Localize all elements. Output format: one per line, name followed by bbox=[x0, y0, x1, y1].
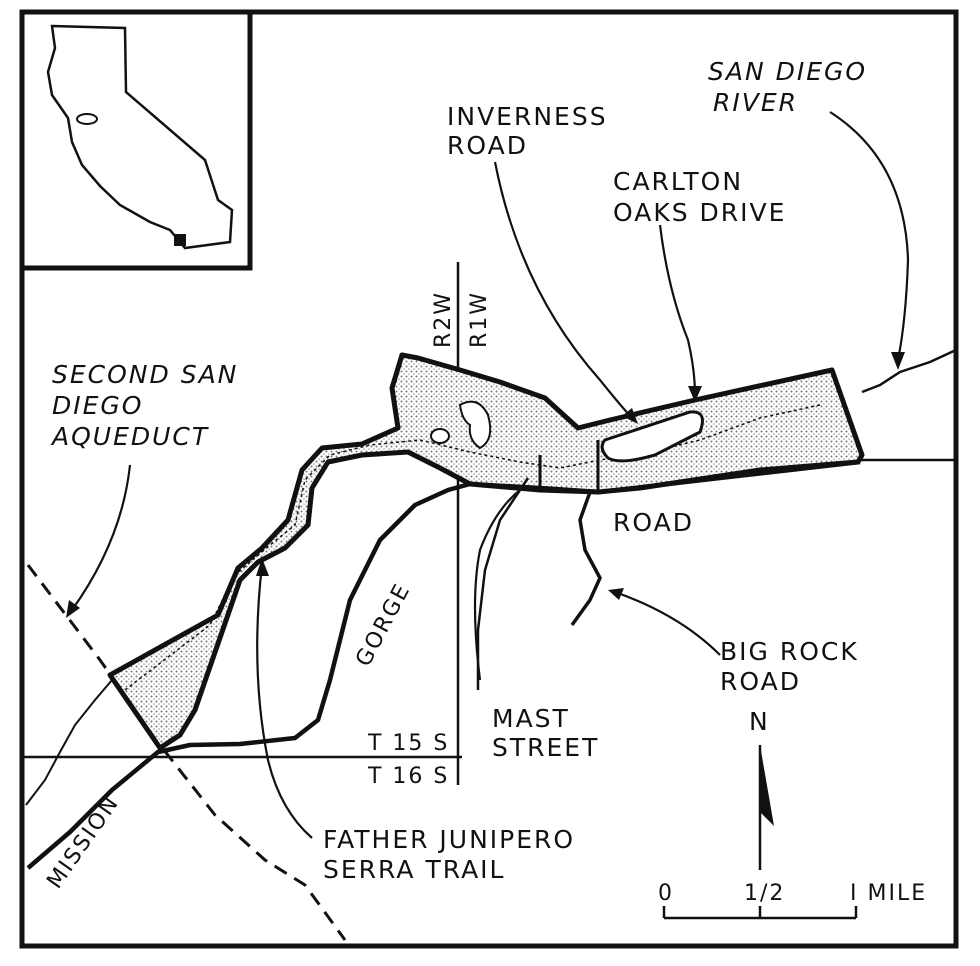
map-frame bbox=[19, 9, 959, 949]
township-label-t15s: T 15 S bbox=[367, 731, 449, 756]
pond bbox=[430, 428, 450, 444]
carlton-oaks-drive-label: CARLTON OAKS DRIVE bbox=[613, 167, 786, 227]
svg-text:OAKS DRIVE: OAKS DRIVE bbox=[613, 198, 786, 227]
aqueduct-line bbox=[26, 564, 347, 941]
range-label-r2w: R2W bbox=[431, 291, 456, 348]
svg-text:MAST: MAST bbox=[492, 704, 570, 733]
big-rock-road bbox=[570, 491, 602, 627]
serra-trail-label: FATHER JUNIPERO SERRA TRAIL bbox=[323, 825, 575, 884]
scale-bar: 0 1/2 I MILE bbox=[658, 881, 927, 920]
california-outline bbox=[46, 24, 234, 250]
site-marker bbox=[174, 234, 186, 246]
inset-frame bbox=[19, 9, 253, 271]
leader-lines bbox=[71, 111, 910, 839]
scale-label: 1/2 bbox=[744, 881, 785, 906]
svg-text:SECOND SAN: SECOND SAN bbox=[52, 360, 238, 389]
svg-text:STREET: STREET bbox=[492, 733, 599, 762]
road-label: ROAD bbox=[613, 508, 694, 537]
arrowheads bbox=[66, 352, 905, 618]
lake-tahoe bbox=[76, 113, 98, 125]
mast-street bbox=[476, 477, 530, 690]
gorge-label: GORGE bbox=[351, 579, 416, 671]
svg-text:CARLTON: CARLTON bbox=[613, 167, 743, 196]
north-arrow: N bbox=[749, 707, 774, 870]
svg-text:AQUEDUCT: AQUEDUCT bbox=[50, 422, 209, 451]
svg-text:SAN DIEGO: SAN DIEGO bbox=[708, 57, 867, 86]
svg-text:DIEGO: DIEGO bbox=[52, 391, 143, 420]
scale-label: 0 bbox=[658, 881, 674, 906]
svg-text:RIVER: RIVER bbox=[713, 88, 798, 117]
project-area bbox=[107, 352, 865, 751]
svg-text:FATHER JUNIPERO: FATHER JUNIPERO bbox=[323, 825, 575, 854]
big-rock-road-label: BIG ROCK ROAD bbox=[720, 637, 859, 696]
pond bbox=[458, 400, 492, 450]
svg-text:ROAD: ROAD bbox=[447, 131, 528, 160]
san-diego-river-label: SAN DIEGO RIVER bbox=[708, 57, 867, 117]
river-west bbox=[25, 679, 113, 806]
mast-street-label: MAST STREET bbox=[492, 704, 599, 762]
svg-text:BIG ROCK: BIG ROCK bbox=[720, 637, 859, 666]
river-channel bbox=[124, 404, 821, 691]
carlton-oaks-loop bbox=[600, 410, 704, 463]
inverness-road-label: INVERNESS ROAD bbox=[447, 102, 608, 160]
california-inset bbox=[19, 9, 253, 271]
san-diego-river bbox=[861, 348, 957, 394]
scale-label: I MILE bbox=[850, 881, 927, 906]
svg-text:SERRA TRAIL: SERRA TRAIL bbox=[323, 855, 505, 884]
range-label-r1w: R1W bbox=[467, 291, 492, 348]
svg-text:ROAD: ROAD bbox=[720, 667, 801, 696]
township-label-t16s: T 16 S bbox=[367, 764, 449, 789]
svg-text:INVERNESS: INVERNESS bbox=[447, 102, 608, 131]
mission-gorge-road bbox=[26, 459, 861, 870]
second-aqueduct-label: SECOND SAN DIEGO AQUEDUCT bbox=[50, 360, 238, 451]
svg-text:N: N bbox=[749, 707, 770, 736]
